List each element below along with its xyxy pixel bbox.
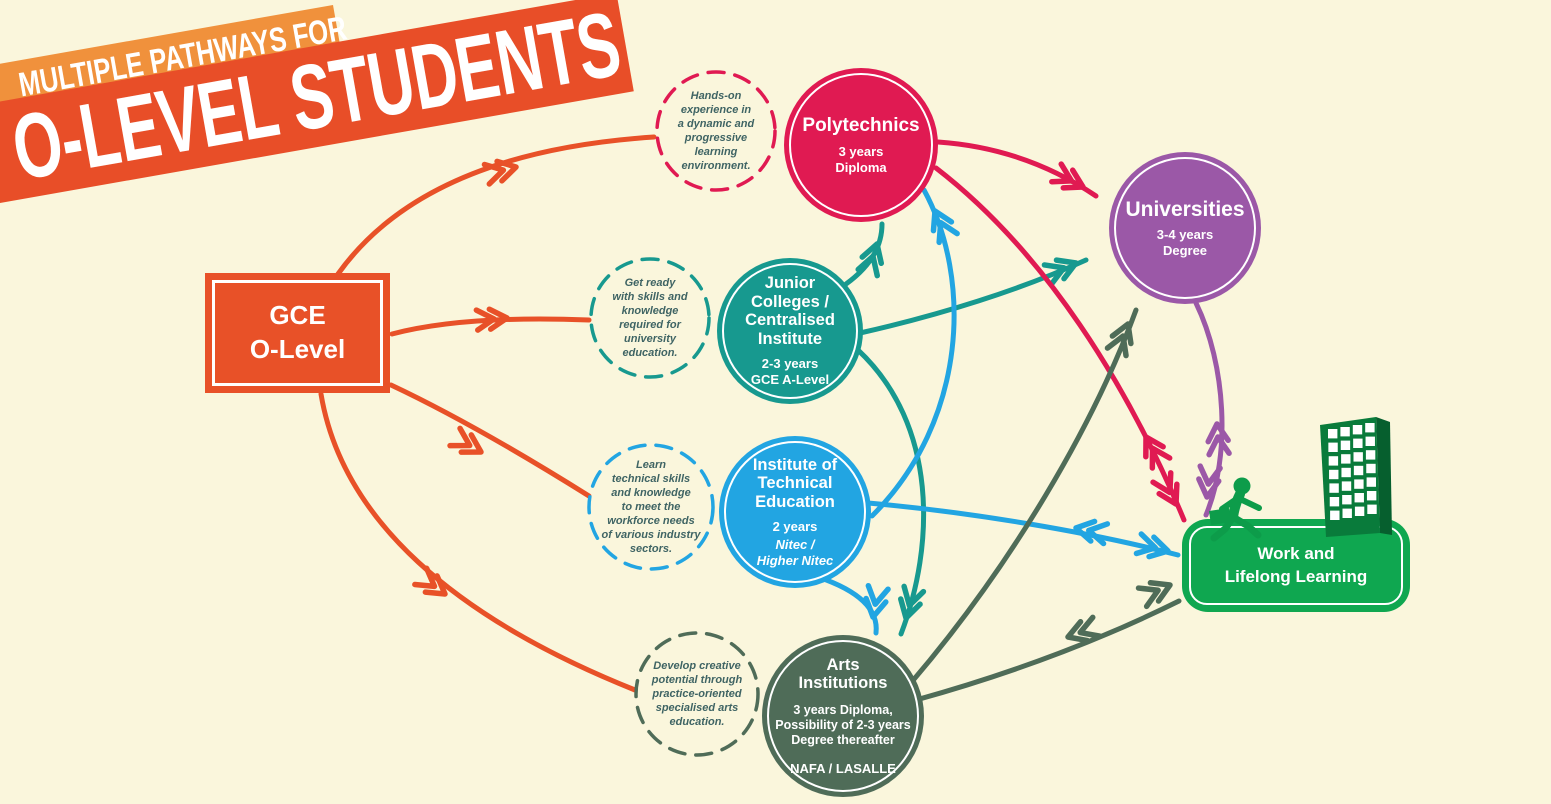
building-window bbox=[1329, 497, 1340, 507]
arrowhead-chevron bbox=[930, 208, 960, 246]
gce-o-level-label: GCE O-Level bbox=[249, 300, 346, 364]
building-window bbox=[1367, 504, 1377, 514]
building-window bbox=[1354, 493, 1364, 503]
building-window bbox=[1329, 483, 1339, 493]
building-windows bbox=[1328, 423, 1377, 520]
building-window bbox=[1341, 481, 1352, 491]
note-polytechnics: Hands-on experience in a dynamic and pro… bbox=[657, 72, 775, 190]
arrowhead-chevron bbox=[447, 425, 484, 455]
edge-arts-universities bbox=[907, 307, 1139, 687]
edge-gce-note-arts bbox=[318, 391, 638, 693]
building-window bbox=[1353, 452, 1363, 462]
arrowhead-chevron bbox=[1205, 421, 1232, 458]
edge-ite-work bbox=[865, 500, 1181, 558]
node-subtitle2: NAFA / LASALLE bbox=[790, 760, 896, 776]
arrowhead-chevron bbox=[1049, 161, 1086, 191]
building-window bbox=[1330, 510, 1340, 520]
building-window bbox=[1353, 438, 1363, 448]
edge-gce-note-junior-colleges bbox=[389, 316, 592, 337]
building-window bbox=[1366, 477, 1376, 487]
building-window bbox=[1341, 467, 1351, 478]
node-subtitle: 3 years Diploma bbox=[835, 144, 887, 175]
node-subtitle: 2-3 years GCE A-Level bbox=[750, 356, 830, 387]
arrowhead-chevron bbox=[1104, 321, 1134, 359]
arrowhead-chevron bbox=[855, 241, 885, 279]
note-ite: Learn technical skills and knowledge to … bbox=[589, 445, 713, 569]
arrowhead-chevron bbox=[1143, 434, 1173, 471]
work-lifelong-learning-label: Work and Lifelong Learning bbox=[1224, 543, 1368, 586]
building-window bbox=[1366, 491, 1377, 501]
arrowhead-chevron bbox=[863, 582, 891, 620]
edge-arts-work bbox=[913, 598, 1182, 703]
building-window bbox=[1365, 423, 1375, 433]
building-window bbox=[1329, 469, 1339, 480]
node-subtitle2: Nitec / Higher Nitec bbox=[756, 536, 834, 568]
walking-person-icon bbox=[1209, 477, 1262, 542]
building-window bbox=[1341, 454, 1351, 464]
arrowhead-chevron bbox=[1135, 580, 1173, 610]
building-window bbox=[1353, 465, 1364, 476]
building-window bbox=[1328, 442, 1338, 452]
arrowhead-chevron bbox=[1133, 531, 1171, 560]
edge-ite-arts bbox=[815, 574, 879, 636]
arrowhead-chevron bbox=[897, 583, 927, 621]
office-building-icon bbox=[1320, 417, 1392, 537]
arrowhead-chevron bbox=[481, 158, 519, 187]
building-window bbox=[1328, 429, 1338, 439]
edge-polytechnics-universities bbox=[935, 139, 1099, 199]
arrowhead-chevron bbox=[1073, 518, 1111, 547]
building-window bbox=[1354, 506, 1365, 516]
note-text: Get ready with skills and knowledge requ… bbox=[612, 276, 688, 360]
arrowhead-chevron bbox=[473, 306, 510, 333]
building-window bbox=[1342, 495, 1352, 505]
arrowhead-chevron bbox=[412, 565, 448, 597]
building-window bbox=[1340, 427, 1350, 437]
edge-junior-colleges-universities bbox=[857, 257, 1089, 336]
building-window bbox=[1342, 508, 1352, 518]
building-window bbox=[1365, 436, 1375, 446]
arrowhead-chevron bbox=[1041, 257, 1079, 287]
node-junior-colleges: Junior Colleges / Centralised Institute 2… bbox=[717, 258, 863, 404]
node-arts: Arts Institutions 3 years Diploma, Possib… bbox=[762, 635, 924, 797]
edge-junior-colleges-polytechnics bbox=[843, 221, 885, 287]
note-arts: Develop creative potential through pract… bbox=[636, 633, 758, 755]
building-window bbox=[1366, 463, 1376, 474]
building-window bbox=[1352, 425, 1363, 435]
node-subtitle: 2 years bbox=[772, 519, 818, 535]
note-junior-colleges: Get ready with skills and knowledge requ… bbox=[591, 259, 709, 377]
node-title: Universities bbox=[1125, 197, 1245, 221]
node-universities: Universities 3-4 years Degree bbox=[1109, 152, 1261, 304]
arrowhead-chevron bbox=[1150, 470, 1180, 507]
arrowhead-chevron bbox=[1065, 614, 1103, 644]
node-subtitle: 3-4 years Degree bbox=[1156, 227, 1214, 258]
note-text: Develop creative potential through pract… bbox=[651, 659, 743, 729]
node-title: Institute of Technical Education bbox=[752, 455, 838, 511]
edge-gce-note-polytechnics bbox=[335, 134, 657, 277]
gce-o-level-node: GCE O-Level bbox=[205, 273, 390, 393]
note-text: Hands-on experience in a dynamic and pro… bbox=[677, 89, 755, 173]
building-window bbox=[1365, 450, 1376, 460]
node-title: Arts Institutions bbox=[798, 655, 888, 693]
node-title: Junior Colleges / Centralised Institute bbox=[745, 274, 835, 348]
node-subtitle: 3 years Diploma, Possibility of 2-3 year… bbox=[775, 702, 911, 747]
building-window bbox=[1354, 479, 1364, 489]
node-title: Polytechnics bbox=[802, 114, 920, 136]
work-label-wrap: Work and Lifelong Learning bbox=[1182, 519, 1410, 612]
edge-ite-polytechnics bbox=[869, 187, 957, 519]
node-polytechnics: Polytechnics 3 years Diploma bbox=[784, 68, 938, 222]
building-window bbox=[1340, 440, 1351, 450]
building-window bbox=[1328, 456, 1339, 466]
note-text: Learn technical skills and knowledge to … bbox=[601, 458, 701, 556]
edge-gce-note-ite bbox=[388, 382, 592, 499]
